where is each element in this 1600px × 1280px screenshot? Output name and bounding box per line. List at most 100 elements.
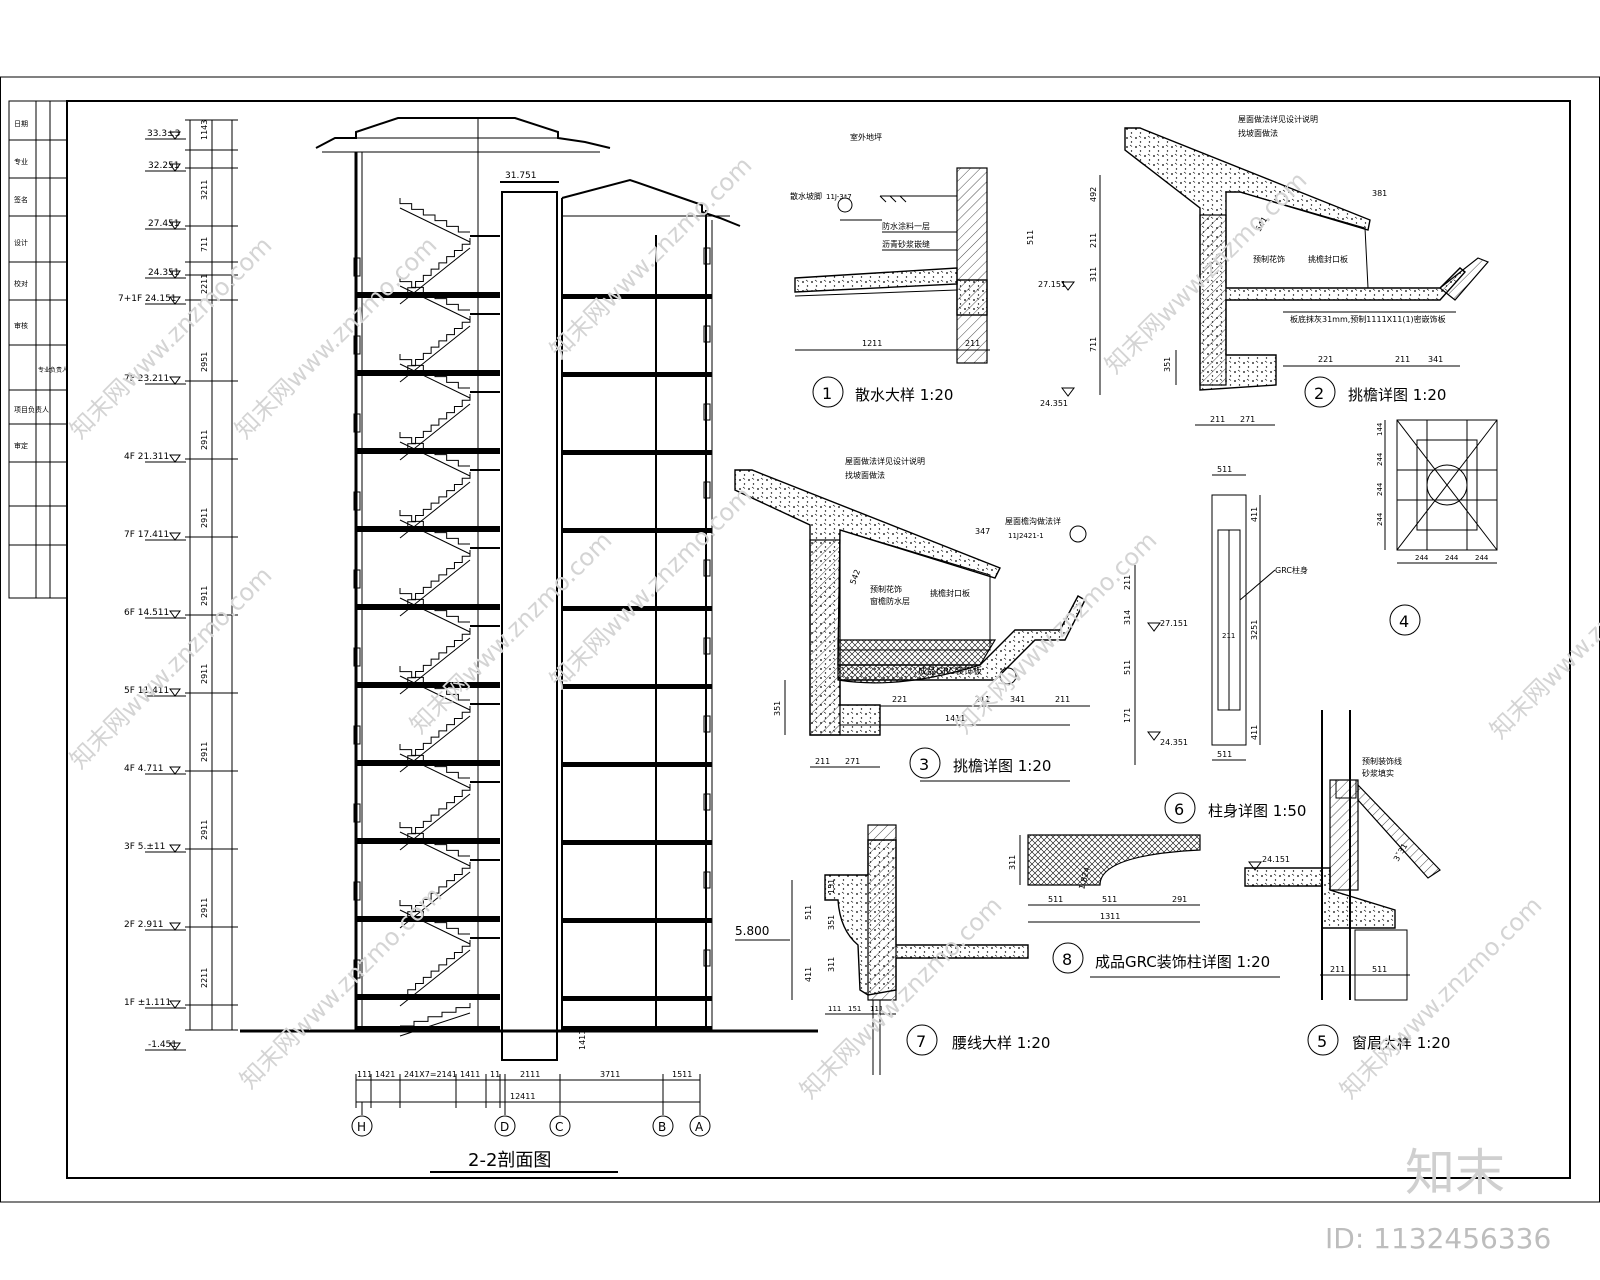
level-marker xyxy=(169,610,181,619)
dim-label: 2211 xyxy=(200,274,209,294)
inner-frame xyxy=(66,100,1571,1179)
tb-cell: 签名 xyxy=(14,195,28,204)
d3-dim: 351 xyxy=(773,701,782,716)
svg-text:D: D xyxy=(500,1120,509,1134)
d4-dim: 244 xyxy=(1376,512,1384,526)
d7-dim: 311 xyxy=(827,957,836,972)
detail-number xyxy=(812,376,844,408)
svg-text:知末网www.znzmo.com: 知末网www.znzmo.com xyxy=(64,561,277,774)
dim-label: 2911 xyxy=(200,508,209,528)
tb-cell: 日期 xyxy=(14,120,28,128)
tb-cell: 审定 xyxy=(14,441,28,450)
bottom-dim: 2111 xyxy=(520,1070,540,1079)
stair-flight xyxy=(399,900,470,935)
window xyxy=(703,559,711,577)
detail-1: 室外地坪 散水坡脚 11J-3*7 防水涂料一层 沥青砂浆嵌缝 1211 211… xyxy=(790,132,990,408)
dim-label: 2911 xyxy=(200,820,209,840)
window xyxy=(703,403,711,421)
axis-bubble: A xyxy=(689,1102,711,1137)
stair-flight xyxy=(399,403,471,461)
stair-flight xyxy=(399,831,471,867)
d8-dim: 291 xyxy=(1172,895,1187,904)
stair-flight xyxy=(399,285,471,321)
stair-flight xyxy=(399,247,471,305)
d3-dim: 542 xyxy=(848,568,862,585)
d3-label: 窗檐防水层 xyxy=(870,596,910,606)
detail-title: 腰线大样 1:20 xyxy=(952,1034,1050,1052)
d2-dim: 211 xyxy=(1395,355,1410,364)
svg-text:C: C xyxy=(555,1120,563,1134)
level-marker xyxy=(169,270,181,279)
stair-flight xyxy=(399,666,470,701)
svg-text:A: A xyxy=(695,1120,704,1134)
d3-dim: 1411 xyxy=(945,714,965,723)
window xyxy=(353,725,361,745)
dim-label: 1143 xyxy=(200,120,209,140)
detail-number xyxy=(909,747,941,779)
dim-label: 711 xyxy=(200,237,209,252)
d2-dim: 211 xyxy=(1210,415,1225,424)
detail-3: 屋面做法详见设计说明 找坡面做法 屋面檐沟做法详 11J2421-1 预制花饰 … xyxy=(734,456,1188,782)
d2-label: 挑檐封口板 xyxy=(1308,254,1348,264)
d5-dim: 211 xyxy=(1330,965,1345,974)
d3-level: 24.351 xyxy=(1160,738,1188,747)
floor-slab xyxy=(562,996,712,1001)
detail-2: 屋面做法详见设计说明 找坡面做法 预制花饰 挑檐封口板 板底抹灰31mm,预制1… xyxy=(1026,114,1490,426)
stair-flight xyxy=(400,238,471,295)
floor-slab xyxy=(562,294,712,299)
level-label: 4F 4.711 xyxy=(124,764,164,774)
d7-dim: 111 xyxy=(870,1005,883,1013)
d3-label: 预制花饰 xyxy=(870,584,902,594)
stair-slab xyxy=(356,370,500,376)
detail-number xyxy=(1164,792,1196,824)
tb-cell: 项目负责人 xyxy=(14,405,49,414)
stair-flight xyxy=(399,753,471,789)
stair-slab xyxy=(356,448,500,454)
stair-flight xyxy=(400,472,471,529)
svg-text:3: 3 xyxy=(919,755,929,774)
stair-flight xyxy=(399,588,470,623)
stair-flight xyxy=(399,1012,471,1037)
dim-label: 2911 xyxy=(200,586,209,606)
stair-flight xyxy=(400,1003,471,1027)
stair-flight xyxy=(399,909,471,945)
stair-slab xyxy=(356,292,500,298)
d2-dim: 271 xyxy=(1240,415,1255,424)
d2-dim: 311 xyxy=(1089,267,1098,282)
stair-flight xyxy=(399,793,471,851)
dim-label: 2911 xyxy=(200,430,209,450)
level-label: 7F 23.211 xyxy=(124,374,169,384)
level-marker xyxy=(169,766,181,775)
d4-dim: 244 xyxy=(1445,554,1459,562)
d3-dim: 341 xyxy=(1010,695,1025,704)
d2-level: 24.351 xyxy=(1040,399,1068,408)
level-marker xyxy=(169,532,181,541)
level-marker xyxy=(169,376,181,385)
window xyxy=(703,871,711,889)
brand-logo: 知末 ID: 1132456336 xyxy=(1325,1144,1551,1255)
bottom-dim: 111 xyxy=(357,1070,372,1079)
window xyxy=(703,481,711,499)
svg-text:知末: 知末 xyxy=(1405,1144,1505,1202)
stair-slab xyxy=(356,994,500,1000)
d7-dim: 111 xyxy=(828,1005,841,1013)
d5-label: 砂浆填实 xyxy=(1362,768,1394,778)
window xyxy=(353,881,361,901)
stair-slab xyxy=(356,916,500,922)
detail-4: 144 244 244 244 244 244 244 4 xyxy=(1376,419,1498,636)
d2-dim: 711 xyxy=(1089,337,1098,352)
stair-flight xyxy=(399,597,471,633)
dim-label: 2911 xyxy=(200,898,209,918)
d6-dim: 211 xyxy=(1222,632,1235,640)
bottom-dim: 1421 xyxy=(375,1070,395,1079)
dim-label: 2211 xyxy=(200,968,209,988)
d3-dim: 511 xyxy=(1123,660,1132,675)
stair-slab xyxy=(356,526,500,532)
level-marker xyxy=(169,454,181,463)
detail-8: 311 511 511 291 1311 1.824 8 成品GRC装饰柱详图 … xyxy=(1008,834,1280,978)
detail-number xyxy=(1304,376,1336,408)
level-label: 33.3±3 xyxy=(147,129,180,139)
d7-dim: 151 xyxy=(848,1005,861,1013)
stair-flight xyxy=(399,637,471,695)
level-label: 24.351 xyxy=(148,268,180,278)
